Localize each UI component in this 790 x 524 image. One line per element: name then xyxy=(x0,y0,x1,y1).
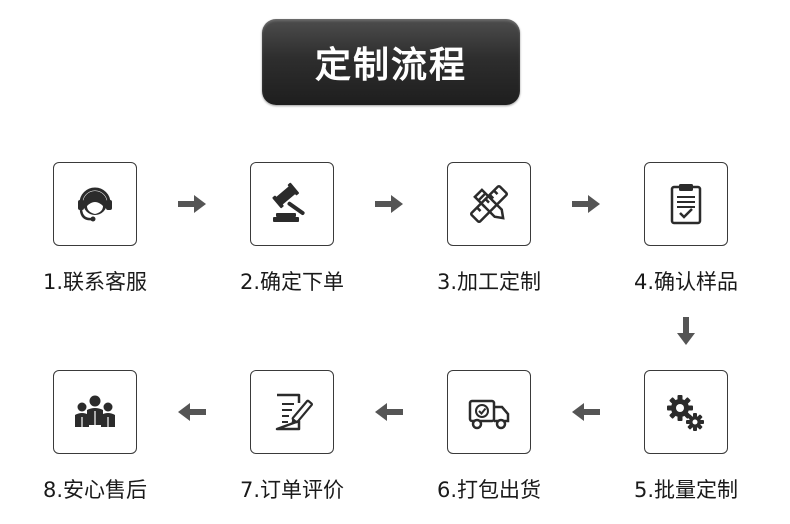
ruler-pencil-icon xyxy=(469,184,509,224)
step-4-box xyxy=(644,162,728,246)
step-5-label: 5.批量定制 xyxy=(633,478,739,502)
step-8-label: 8.安心售后 xyxy=(42,478,148,502)
step-7-box xyxy=(250,370,334,454)
step-1-box xyxy=(53,162,137,246)
step-1-label: 1.联系客服 xyxy=(42,270,148,294)
step-5-box xyxy=(644,370,728,454)
clipboard-check-icon xyxy=(670,184,702,225)
edit-document-icon xyxy=(275,393,313,431)
step-2-label: 2.确定下单 xyxy=(239,270,345,294)
step-7-label: 7.订单评价 xyxy=(239,478,345,502)
delivery-truck-icon xyxy=(468,399,510,430)
step-3-box xyxy=(447,162,531,246)
step-2-box xyxy=(250,162,334,246)
arrow-left-1-icon xyxy=(572,403,600,421)
arrow-left-3-icon xyxy=(178,403,206,421)
step-6-label: 6.打包出货 xyxy=(436,478,542,502)
arrow-right-2-icon xyxy=(375,195,403,213)
headset-support-icon xyxy=(78,187,112,222)
arrow-down-icon xyxy=(677,317,695,345)
user-group-icon xyxy=(75,395,115,427)
gears-icon xyxy=(667,395,704,431)
step-6-box xyxy=(447,370,531,454)
gavel-icon xyxy=(272,182,305,222)
step-8-box xyxy=(53,370,137,454)
page-title: 定制流程 xyxy=(314,45,467,86)
arrow-right-1-icon xyxy=(178,195,206,213)
step-3-label: 3.加工定制 xyxy=(436,270,542,294)
arrow-left-2-icon xyxy=(375,403,403,421)
step-4-label: 4.确认样品 xyxy=(633,270,739,294)
arrow-right-3-icon xyxy=(572,195,600,213)
title-banner: 定制流程 xyxy=(262,19,520,105)
